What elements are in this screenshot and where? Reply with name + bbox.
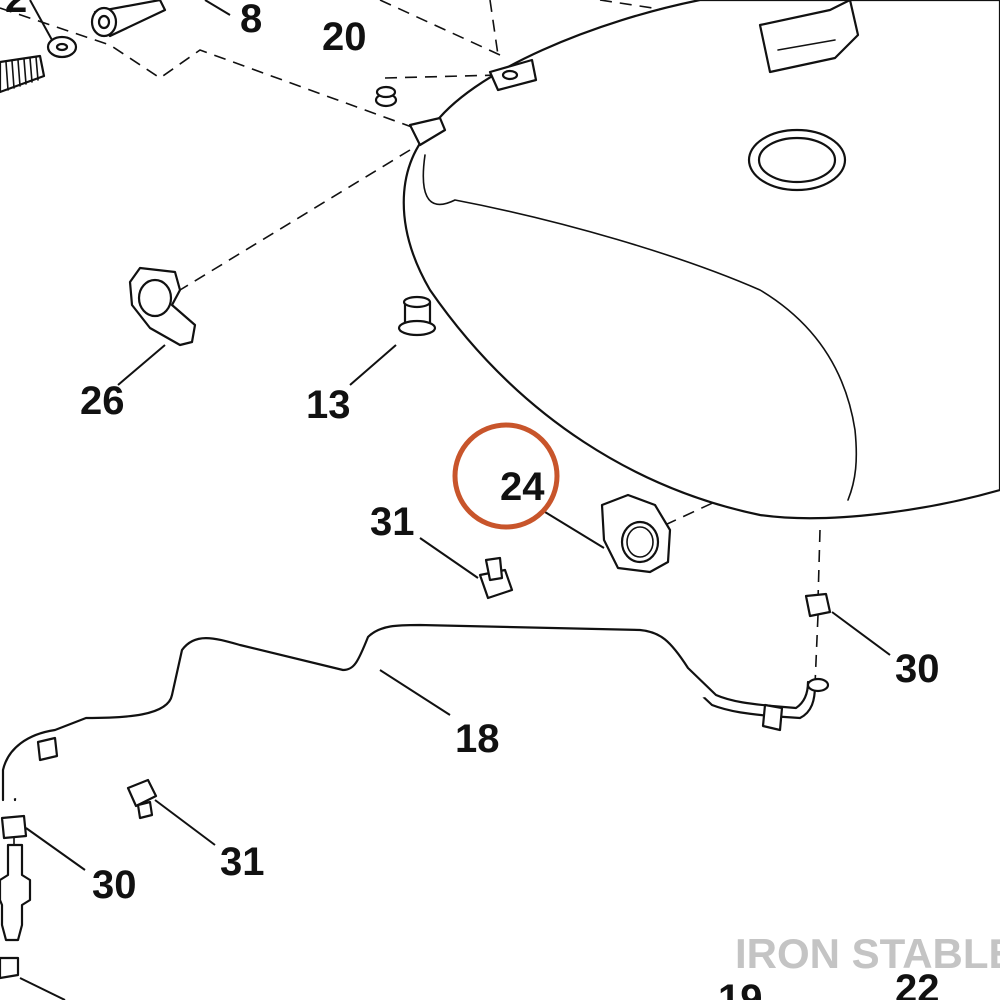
part-31-clip-lower <box>126 778 216 846</box>
highlight-circle <box>452 422 560 530</box>
watermark: IRON STABLE <box>735 930 1000 977</box>
part-18-hose <box>1 623 830 802</box>
callout-31-lower: 31 <box>220 840 265 884</box>
callout-13: 13 <box>306 383 351 427</box>
callout-18: 18 <box>455 717 500 761</box>
callout-30-right: 30 <box>895 647 940 691</box>
callout-26: 26 <box>80 379 125 423</box>
fuel-fitting <box>0 843 66 1000</box>
tank-tab-nut <box>488 58 538 92</box>
callout-30-left: 30 <box>92 863 137 907</box>
callout-19: 19 <box>718 977 763 1000</box>
callout-2: 2 <box>5 0 27 21</box>
part-30-clamp-right <box>804 592 891 656</box>
part-31-clip-upper <box>419 537 514 600</box>
part-24-bracket <box>544 493 672 574</box>
callout-8: 8 <box>240 0 262 41</box>
bracket-upper <box>758 0 860 74</box>
callout-31-upper: 31 <box>370 500 415 544</box>
part-8-bushing <box>90 0 231 38</box>
part-20-nut <box>374 85 398 108</box>
callout-24: 24 <box>500 465 545 509</box>
fuel-tank <box>402 0 1000 520</box>
part-2-bolt <box>0 0 78 94</box>
part-26-bracket <box>117 266 197 386</box>
part-30-clamp-left <box>0 814 86 871</box>
callout-20: 20 <box>322 15 367 59</box>
callout-22: 22 <box>895 967 940 1000</box>
part-13-grommet <box>349 295 437 386</box>
